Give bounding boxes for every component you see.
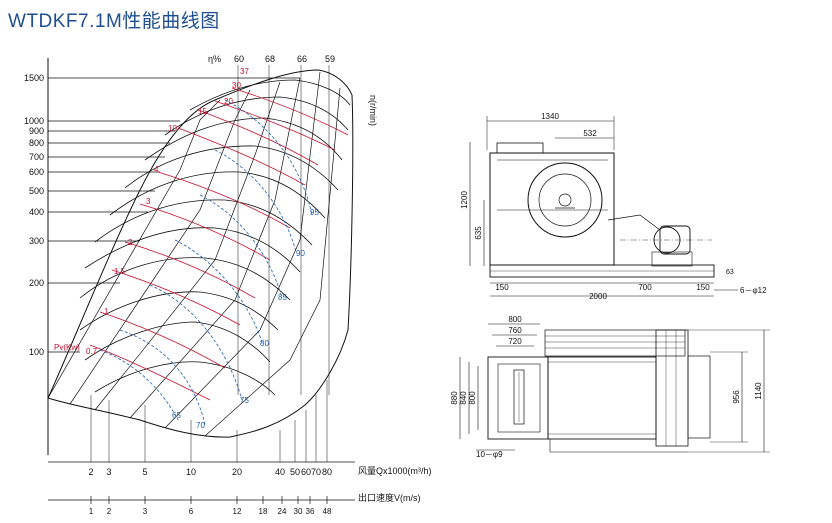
eta-top-value: 66	[297, 54, 307, 64]
eta-red-value: 37	[240, 67, 249, 76]
noise-curves	[99, 99, 313, 426]
plan-view-drawing: 800 760 720	[450, 315, 770, 459]
y-tick: 400	[29, 207, 44, 217]
x-tick: 80	[322, 467, 332, 477]
power-value: 10	[168, 124, 177, 133]
x-tick: 5	[142, 467, 147, 477]
hole-spec: 6－φ12	[740, 286, 767, 295]
eta-top-value: 68	[265, 54, 275, 64]
y-tick: 700	[29, 152, 44, 162]
power-value: 3	[146, 197, 151, 206]
eta-top-value: 59	[325, 54, 335, 64]
power-value: 2	[128, 238, 133, 247]
dim-label: 1200	[460, 191, 469, 209]
noise-value: 65	[172, 411, 181, 420]
v-tick: 6	[189, 507, 194, 516]
v-tick: 30	[294, 507, 303, 516]
noise-value: 75	[240, 396, 249, 405]
dim-label: 63	[726, 269, 734, 276]
x-tick: 40	[275, 467, 285, 477]
x-ticks: 2 3 5 10 20 40 50 60 70 80	[88, 467, 332, 477]
y-tick: 200	[29, 278, 44, 288]
dim-label: 760	[508, 326, 522, 335]
dim-label: 800	[508, 315, 522, 324]
dim-label: 150	[696, 283, 710, 292]
y-tick: 1500	[24, 73, 44, 83]
v-tick: 2	[107, 507, 112, 516]
eta-label: η%	[208, 54, 221, 64]
v-tick: 3	[143, 507, 148, 516]
power-value: 1	[104, 307, 109, 316]
noise-value: 70	[196, 421, 205, 430]
y-tick: 300	[29, 236, 44, 246]
x-tick: 20	[232, 467, 242, 477]
dim-label: 880	[450, 391, 459, 405]
side-view-drawing: 1340 532	[460, 112, 767, 301]
power-value: 4	[154, 165, 159, 174]
power-labels: Pv(Kw) 0.7 1 1.5 2 3 4 10 15 20 30 37	[54, 67, 249, 356]
x-guide-lines	[90, 380, 328, 462]
x-tick: 3	[106, 467, 111, 477]
v-ticks: 1 2 3 6 12 18 24 30 36 48	[89, 507, 332, 516]
power-label: Pv(Kw)	[54, 343, 80, 352]
x-axis-label: 风量Qx1000(m³/h)	[358, 466, 432, 476]
x-tick: 10	[186, 467, 196, 477]
y-tick: 1000	[24, 116, 44, 126]
dim-label: 720	[508, 337, 522, 346]
y-tick: 500	[29, 186, 44, 196]
dim-label: 956	[732, 390, 741, 404]
power-value: 1.5	[114, 267, 126, 276]
y-axis-label: n(r/min)	[368, 95, 378, 126]
v-tick: 36	[306, 507, 315, 516]
noise-value: 95	[310, 208, 319, 217]
envelope-curve	[47, 69, 354, 438]
y-tick: 600	[29, 167, 44, 177]
y-tick: 100	[29, 347, 44, 357]
x-tick: 2	[88, 467, 93, 477]
x-tick: 70	[311, 467, 321, 477]
y-tick: 900	[29, 126, 44, 136]
page-title: WTDKF7.1M性能曲线图	[8, 11, 220, 32]
dim-label: 700	[638, 283, 652, 292]
v-tick: 48	[323, 507, 332, 516]
system-lines	[47, 71, 341, 437]
dim-label: 532	[583, 129, 597, 138]
power-value: 0.7	[86, 347, 98, 356]
power-value: 30	[232, 81, 241, 90]
dim-label: 635	[474, 226, 483, 240]
speed-curves	[79, 79, 351, 396]
v-tick: 24	[278, 507, 287, 516]
eta-top-value: 60	[234, 54, 244, 64]
performance-chart: 1500 1000 900 800 700 600 500 400 300 20…	[24, 54, 432, 516]
power-curves	[89, 87, 349, 401]
v-tick: 12	[233, 507, 242, 516]
dim-label: 800	[468, 391, 477, 405]
y-tick: 800	[29, 138, 44, 148]
power-value: 15	[198, 107, 207, 116]
noise-value: 90	[296, 249, 305, 258]
v-tick: 18	[259, 507, 268, 516]
v-axis-label: 出口速度V(m/s)	[358, 492, 421, 503]
power-value: 20	[224, 97, 233, 106]
x-tick: 60	[301, 467, 311, 477]
v-tick: 1	[89, 507, 94, 516]
noise-labels: 95 90 85 80 75 70 65	[172, 208, 319, 430]
noise-value: 85	[278, 293, 287, 302]
dim-label: 2000	[589, 292, 607, 301]
dim-label: 840	[459, 391, 468, 405]
x-tick: 50	[290, 467, 300, 477]
y-ticks: 1500 1000 900 800 700 600 500 400 300 20…	[24, 73, 300, 357]
dim-label: 1340	[541, 112, 559, 121]
noise-value: 80	[260, 339, 269, 348]
v-axis-ticks	[90, 496, 328, 504]
hole-spec: 10－φ9	[476, 450, 503, 459]
dim-label: 1140	[754, 382, 763, 400]
dim-label: 150	[495, 283, 509, 292]
